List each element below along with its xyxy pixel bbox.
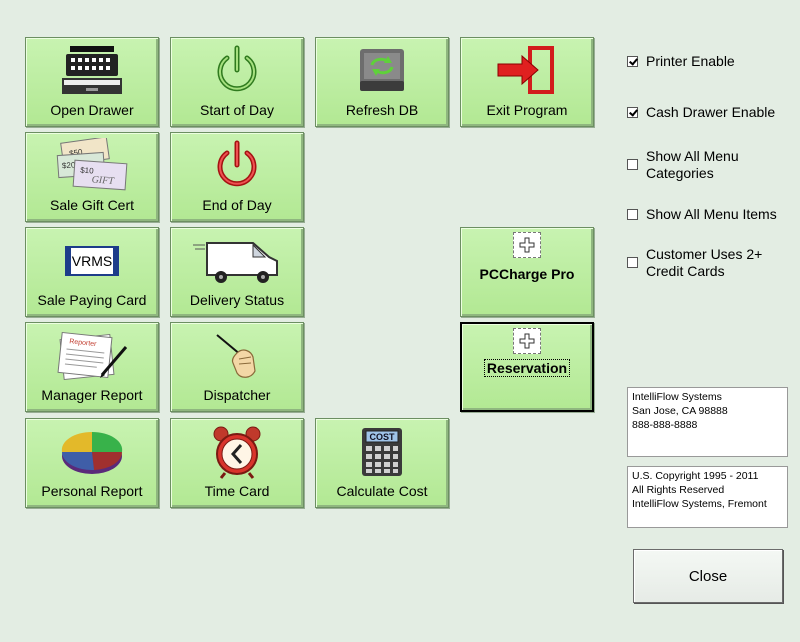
gift-10-text: $10 bbox=[80, 166, 94, 176]
plus-icon bbox=[513, 232, 541, 258]
sale-gift-cert-button[interactable]: $50 $20 $10 GIFT Sale Gift Cert bbox=[25, 132, 159, 222]
time-card-button[interactable]: Time Card bbox=[170, 418, 304, 508]
delivery-status-label: Delivery Status bbox=[189, 292, 285, 308]
pie-chart-icon bbox=[26, 423, 158, 481]
gift-word-text: GIFT bbox=[91, 174, 115, 187]
printer-enable-checkbox[interactable]: Printer Enable bbox=[627, 53, 735, 70]
reservation-label: Reservation bbox=[483, 359, 571, 377]
power-off-icon bbox=[171, 137, 303, 195]
exit-program-button[interactable]: Exit Program bbox=[460, 37, 594, 127]
pccharge-pro-label: PCCharge Pro bbox=[479, 266, 575, 282]
show-all-menu-categories-label: Show All Menu Categories bbox=[646, 148, 739, 181]
hard-drive-refresh-icon bbox=[316, 42, 448, 100]
gift-20-text: $20 bbox=[62, 160, 76, 170]
dispatcher-button[interactable]: Dispatcher bbox=[170, 322, 304, 412]
report-pen-icon: Reporter bbox=[26, 327, 158, 385]
alarm-clock-icon bbox=[171, 423, 303, 481]
show-all-menu-items-checkbox[interactable]: Show All Menu Items bbox=[627, 206, 777, 223]
manager-report-button[interactable]: Reporter Manager Report bbox=[25, 322, 159, 412]
copyright-info-box: U.S. Copyright 1995 - 2011 All Rights Re… bbox=[627, 466, 788, 528]
company-info-box: IntelliFlow Systems San Jose, CA 98888 8… bbox=[627, 387, 788, 457]
customer-uses-2-credit-cards-checkbox[interactable]: Customer Uses 2+ Credit Cards bbox=[627, 246, 787, 280]
plus-icon bbox=[513, 328, 541, 354]
cash-register-icon bbox=[26, 42, 158, 100]
power-on-icon bbox=[171, 42, 303, 100]
end-of-day-label: End of Day bbox=[202, 197, 272, 213]
time-card-label: Time Card bbox=[204, 483, 270, 499]
pointing-hand-icon bbox=[171, 327, 303, 385]
calculate-cost-button[interactable]: COST Calculate Cost bbox=[315, 418, 449, 508]
exit-program-label: Exit Program bbox=[486, 102, 568, 118]
cash-drawer-enable-check[interactable] bbox=[627, 107, 638, 118]
reservation-label-wrap: Reservation bbox=[462, 359, 592, 377]
exit-arrow-icon bbox=[461, 42, 593, 100]
delivery-status-button[interactable]: Delivery Status bbox=[170, 227, 304, 317]
sale-gift-cert-label: Sale Gift Cert bbox=[49, 197, 135, 213]
cost-text: COST bbox=[369, 432, 395, 442]
open-drawer-label: Open Drawer bbox=[50, 102, 134, 118]
gift-50-text: $50 bbox=[69, 147, 84, 158]
refresh-db-button[interactable]: Refresh DB bbox=[315, 37, 449, 127]
personal-report-label: Personal Report bbox=[41, 483, 143, 499]
start-of-day-label: Start of Day bbox=[200, 102, 274, 118]
delivery-van-icon bbox=[171, 232, 303, 290]
customer-uses-2-credit-cards-label: Customer Uses 2+ Credit Cards bbox=[646, 246, 763, 279]
gift-certificate-icon: $50 $20 $10 GIFT bbox=[26, 137, 158, 195]
show-all-menu-items-label: Show All Menu Items bbox=[646, 206, 777, 222]
pccharge-pro-button[interactable]: PCCharge Pro bbox=[460, 227, 594, 317]
vrms-card-icon: VRMS bbox=[26, 232, 158, 290]
start-of-day-button[interactable]: Start of Day bbox=[170, 37, 304, 127]
show-all-menu-categories-checkbox[interactable]: Show All Menu Categories bbox=[627, 148, 787, 182]
vrms-text: VRMS bbox=[72, 253, 112, 269]
cash-drawer-enable-checkbox[interactable]: Cash Drawer Enable bbox=[627, 104, 775, 121]
open-drawer-button[interactable]: Open Drawer bbox=[25, 37, 159, 127]
refresh-db-label: Refresh DB bbox=[345, 102, 419, 118]
sale-paying-card-label: Sale Paying Card bbox=[37, 292, 147, 308]
show-all-menu-categories-check[interactable] bbox=[627, 159, 638, 170]
cash-drawer-enable-label: Cash Drawer Enable bbox=[646, 104, 776, 120]
printer-enable-check[interactable] bbox=[627, 56, 638, 67]
dispatcher-label: Dispatcher bbox=[203, 387, 271, 403]
sale-paying-card-button[interactable]: VRMS Sale Paying Card bbox=[25, 227, 159, 317]
customer-uses-2-credit-cards-check[interactable] bbox=[627, 257, 638, 268]
reservation-button[interactable]: Reservation bbox=[460, 322, 594, 412]
printer-enable-label: Printer Enable bbox=[646, 53, 735, 69]
end-of-day-button[interactable]: End of Day bbox=[170, 132, 304, 222]
report-word-text: Reporter bbox=[69, 338, 97, 348]
show-all-menu-items-check[interactable] bbox=[627, 209, 638, 220]
calculate-cost-label: Calculate Cost bbox=[336, 483, 428, 499]
close-button[interactable]: Close bbox=[633, 549, 783, 603]
personal-report-button[interactable]: Personal Report bbox=[25, 418, 159, 508]
calculator-icon: COST bbox=[316, 423, 448, 481]
manager-report-label: Manager Report bbox=[41, 387, 143, 403]
